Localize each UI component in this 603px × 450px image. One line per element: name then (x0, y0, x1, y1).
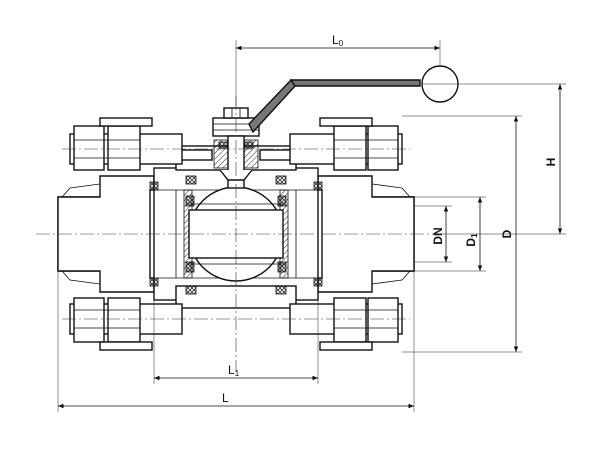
dimension-labels: L0 H DN D1 D L1 L (222, 33, 558, 405)
washer-bottom-right (319, 341, 373, 351)
label-dn: DN (431, 227, 445, 244)
label-l: L (222, 391, 229, 405)
washer-bottom-left (99, 341, 153, 351)
nut-bottom-left-inner (107, 297, 141, 343)
nut-top-right-inner (333, 125, 367, 171)
dimensions (57, 40, 566, 412)
nut-bottom-left-outer (73, 297, 105, 343)
center-lines (36, 96, 440, 372)
handle (248, 65, 459, 134)
nut-top-left-outer (73, 125, 105, 171)
nut-bottom-right-outer (367, 297, 399, 343)
washer-top-right (319, 117, 373, 127)
label-l0: L0 (332, 33, 344, 48)
handle-arm (289, 79, 421, 87)
label-d: D (500, 229, 514, 238)
label-h: H (544, 158, 558, 167)
nut-top-right-outer (367, 125, 399, 171)
label-l1: L1 (228, 363, 240, 378)
washer-top-left (99, 117, 153, 127)
label-d1: D1 (464, 233, 479, 247)
handle-lever (248, 78, 296, 134)
nut-top-left-inner (107, 125, 141, 171)
nut-bottom-right-inner (333, 297, 367, 343)
